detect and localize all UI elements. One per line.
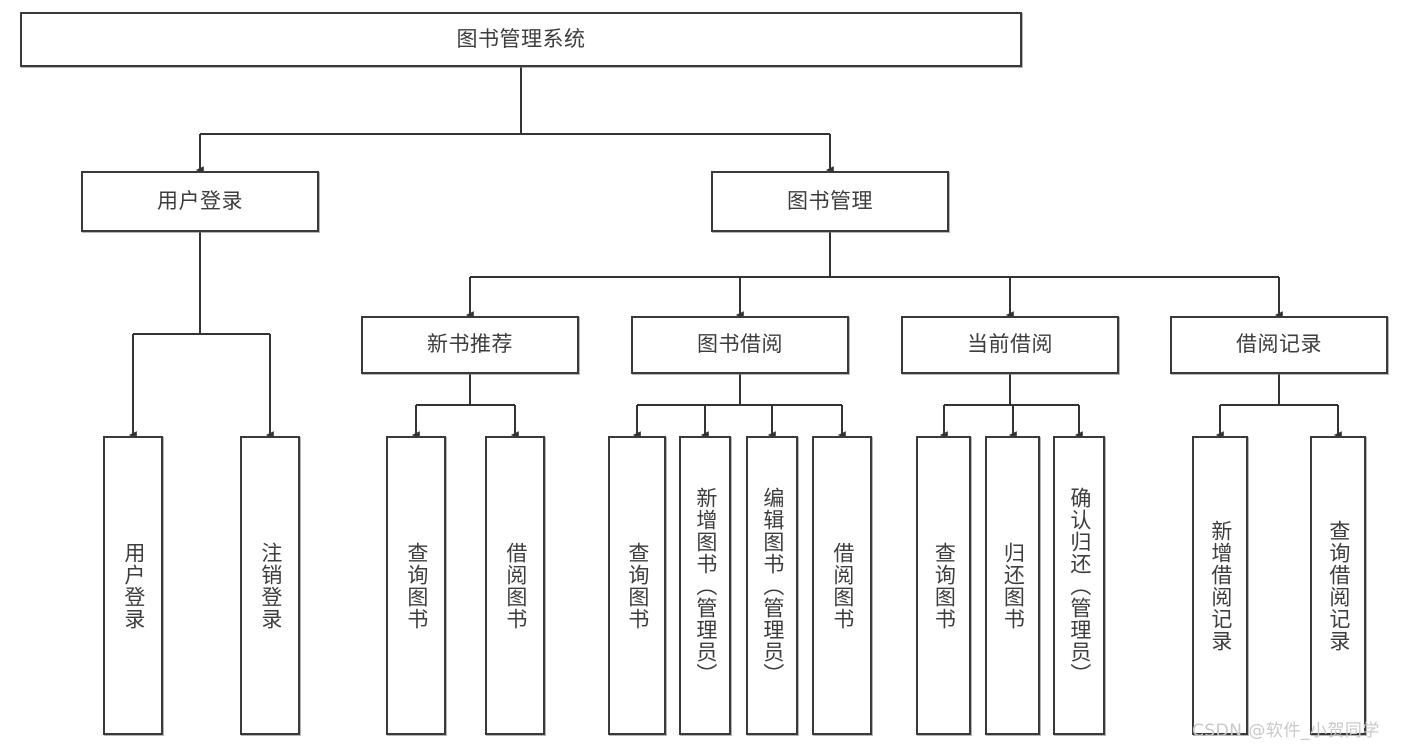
node-leaf-query-book-2[interactable]: 查询图书 <box>608 436 666 735</box>
node-label-leaf-borrow-book-2: 借阅图书 <box>830 541 855 630</box>
node-label-book-borrow: 图书借阅 <box>697 332 783 357</box>
connector-layer <box>128 67 1342 439</box>
node-label-current-borrow: 当前借阅 <box>967 332 1053 357</box>
node-leaf-query-book-1[interactable]: 查询图书 <box>386 436 446 735</box>
node-label-leaf-query-book-3: 查询图书 <box>932 541 957 630</box>
node-label-new-book-recommend: 新书推荐 <box>427 332 513 357</box>
node-new-book-recommend[interactable]: 新书推荐 <box>361 316 579 374</box>
node-label-user-login: 用户登录 <box>157 188 243 213</box>
node-leaf-return-book[interactable]: 归还图书 <box>985 436 1040 735</box>
node-label-leaf-query-book-1: 查询图书 <box>404 541 429 630</box>
node-current-borrow[interactable]: 当前借阅 <box>901 316 1119 374</box>
node-book-manage[interactable]: 图书管理 <box>711 171 949 232</box>
node-leaf-edit-book-admin[interactable]: 编辑图书（管理员） <box>746 436 798 735</box>
node-label-leaf-edit-book-admin: 编辑图书（管理员） <box>760 486 785 685</box>
node-leaf-query-borrow-record[interactable]: 查询借阅记录 <box>1310 436 1366 735</box>
node-leaf-add-book-admin[interactable]: 新增图书（管理员） <box>679 436 731 735</box>
node-label-book-manage: 图书管理 <box>787 188 873 213</box>
node-leaf-query-book-3[interactable]: 查询图书 <box>916 436 971 735</box>
node-label-root: 图书管理系统 <box>456 26 586 51</box>
node-book-borrow[interactable]: 图书借阅 <box>631 316 849 374</box>
node-user-login[interactable]: 用户登录 <box>81 171 319 232</box>
node-label-leaf-query-book-2: 查询图书 <box>625 541 650 630</box>
node-borrow-record[interactable]: 借阅记录 <box>1170 316 1388 374</box>
node-label-borrow-record: 借阅记录 <box>1236 332 1322 357</box>
node-label-leaf-add-book-admin: 新增图书（管理员） <box>693 486 718 685</box>
node-leaf-borrow-book-2[interactable]: 借阅图书 <box>812 436 872 735</box>
node-label-leaf-user-login: 用户登录 <box>121 541 146 630</box>
node-leaf-logout-login[interactable]: 注销登录 <box>240 436 300 735</box>
node-leaf-add-borrow-record[interactable]: 新增借阅记录 <box>1192 436 1248 735</box>
node-label-leaf-query-borrow-record: 查询借阅记录 <box>1326 519 1351 652</box>
node-label-leaf-logout-login: 注销登录 <box>258 541 283 630</box>
node-label-leaf-borrow-book-1: 借阅图书 <box>503 541 528 630</box>
node-label-leaf-add-borrow-record: 新增借阅记录 <box>1208 519 1233 652</box>
node-label-leaf-return-book: 归还图书 <box>1001 541 1026 630</box>
node-leaf-borrow-book-1[interactable]: 借阅图书 <box>485 436 545 735</box>
node-root[interactable]: 图书管理系统 <box>20 12 1022 67</box>
node-label-leaf-confirm-return-admin: 确认归还（管理员） <box>1067 486 1092 685</box>
node-leaf-user-login[interactable]: 用户登录 <box>103 436 163 735</box>
node-leaf-confirm-return-admin[interactable]: 确认归还（管理员） <box>1053 436 1105 735</box>
